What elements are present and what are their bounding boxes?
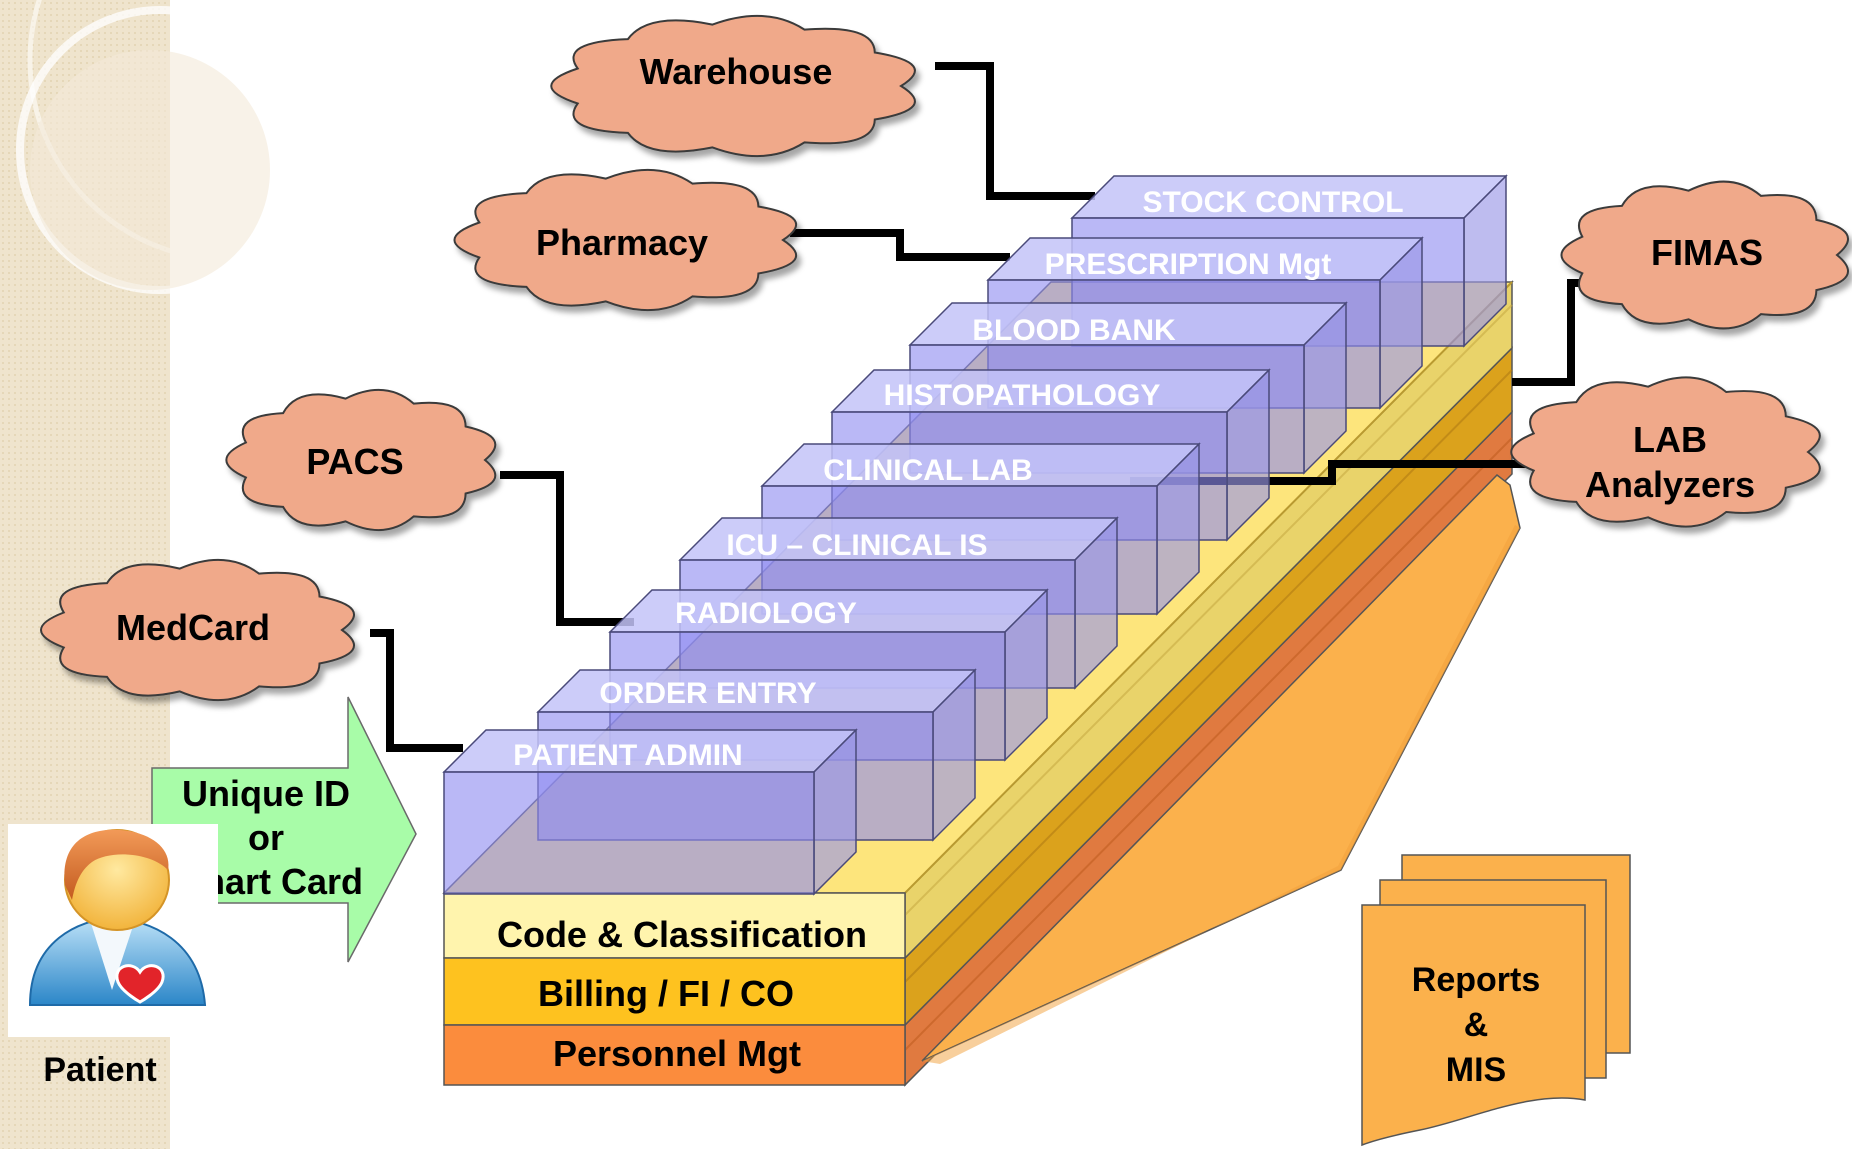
module-prescription-label: PRESCRIPTION Mgt xyxy=(1045,248,1332,281)
cloud-medcard-label: MedCard xyxy=(116,607,270,648)
reports-line1: Reports xyxy=(1412,961,1540,999)
cloud-pacs: PACS xyxy=(225,388,497,532)
pacs-connector xyxy=(500,471,634,626)
personnel-layer xyxy=(443,1024,906,1086)
patient-icon xyxy=(8,824,218,1037)
cloud-pharmacy: Pharmacy xyxy=(453,168,798,312)
cloud-medcard: MedCard xyxy=(40,558,355,702)
cloud-fimas: FIMAS xyxy=(1560,180,1849,330)
medcard-connector xyxy=(370,629,463,752)
reports-mis-stack: Reports & MIS xyxy=(1361,854,1631,1147)
arrow-line2: or xyxy=(248,817,284,858)
module-order-entry-label: ORDER ENTRY xyxy=(599,677,816,710)
cloud-pharmacy-label: Pharmacy xyxy=(536,222,708,263)
billing-label: Billing / FI / CO xyxy=(538,973,794,1014)
module-histopathology-label: HISTOPATHOLOGY xyxy=(884,379,1161,412)
module-radiology-label: RADIOLOGY xyxy=(675,597,857,630)
cloud-lab-label: LAB xyxy=(1633,419,1707,460)
patient-label: Patient xyxy=(43,1051,156,1089)
module-patient-admin: PATIENT ADMIN xyxy=(442,728,858,896)
module-blood-bank-label: BLOOD BANK xyxy=(972,314,1176,347)
pharmacy-connector xyxy=(790,229,1010,261)
module-patient-admin-label: PATIENT ADMIN xyxy=(513,739,742,772)
cloud-warehouse: Warehouse xyxy=(550,14,916,158)
warehouse-connector xyxy=(935,62,1095,200)
cloud-fimas-label: FIMAS xyxy=(1651,232,1763,273)
heart-icon xyxy=(115,964,165,1004)
reports-line3: MIS xyxy=(1446,1051,1506,1089)
module-clinical-lab-label: CLINICAL LAB xyxy=(823,454,1032,487)
arrow-line1: Unique ID xyxy=(182,773,350,814)
personnel-label: Personnel Mgt xyxy=(553,1033,801,1074)
reports-line2: & xyxy=(1464,1006,1489,1044)
module-icu-label: ICU – CLINICAL IS xyxy=(726,529,987,562)
code-classification-label: Code & Classification xyxy=(497,914,867,955)
cloud-pacs-label: PACS xyxy=(306,441,403,482)
cloud-warehouse-label: Warehouse xyxy=(640,51,833,92)
module-stock-control-label: STOCK CONTROL xyxy=(1142,186,1403,219)
cloud-lab-label: Analyzers xyxy=(1585,464,1755,505)
